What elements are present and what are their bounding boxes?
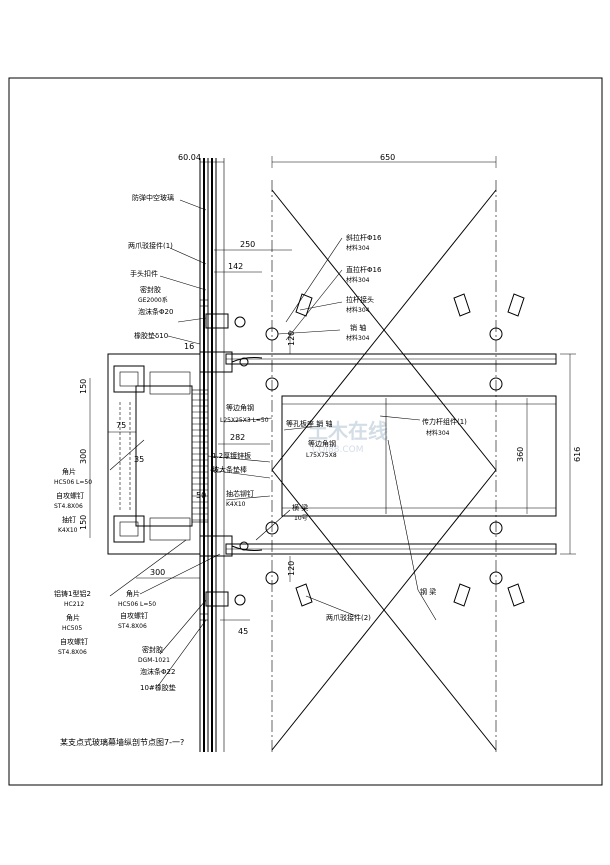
label-sealant2-spec: DGM-1021	[138, 657, 170, 664]
label-rivet: 抽芯铆钉	[226, 489, 254, 498]
label-left-2: 自攻螺钉	[56, 491, 84, 500]
dim-top-span: 650	[380, 153, 395, 162]
label-truss: 传力杆组件(1)	[422, 417, 467, 426]
label-left-3-spec: K4X10	[58, 527, 78, 534]
label-rod-b-mat: 材料304	[346, 276, 370, 284]
watermark: 土木在线 COI88.COM	[308, 419, 388, 455]
label-mid-1: 角片	[126, 589, 140, 598]
labels: 防弹中空玻璃 两爪驳接件(1) 手头扣件 密封胶 GE2000系 泡沫条Φ20 …	[54, 193, 467, 692]
label-mid-1-spec: HC506 L=50	[118, 601, 156, 608]
frame-section	[107, 299, 263, 621]
label-truss-mat: 材料304	[426, 429, 450, 437]
dim-120-top: 120	[287, 331, 296, 346]
dim-282: 282	[230, 433, 245, 442]
label-mid-2: 自攻螺钉	[120, 611, 148, 620]
dim-150-bottom: 150	[79, 515, 88, 530]
label-angle-b: 等边角钢	[308, 439, 336, 448]
dim-360: 360	[516, 447, 525, 462]
label-claw-bottom: 两爪驳接件(2)	[326, 613, 371, 622]
label-rod-b: 直拉杆Φ16	[346, 265, 382, 274]
label-left-1-spec: HC506 L=50	[54, 479, 92, 486]
label-left-6-spec: ST4.8X06	[58, 649, 87, 656]
label-beam: 横 梁	[292, 503, 308, 512]
label-rivet-spec: K4X10	[226, 501, 246, 508]
label-hand-screw: 手头扣件	[130, 269, 158, 278]
label-galv: 1.2厚镀锌板	[212, 451, 251, 460]
label-mid-2-spec: ST4.8X06	[118, 623, 147, 630]
dim-142: 142	[228, 262, 243, 271]
watermark-sub: COI88.COM	[312, 445, 363, 455]
dim-75: 75	[116, 421, 126, 430]
label-angle-a: 等边角钢	[226, 403, 254, 412]
label-steel-beam: 钢 梁	[420, 587, 436, 596]
dim-250: 250	[240, 240, 255, 249]
label-rubber-pad: 橡胶垫δ10	[134, 331, 168, 340]
steel-truss	[225, 180, 557, 752]
label-pinbase: 等孔板座 销 轴	[286, 419, 332, 428]
label-rod-joint-mat: 材料304	[346, 306, 370, 314]
label-beam-spec: 10号	[294, 515, 308, 522]
dim-120-bottom: 120	[287, 561, 296, 576]
dim-top-left: 60.04	[178, 153, 201, 162]
label-rod-joint: 拉杆接头	[346, 295, 374, 304]
label-sealant-spec: GE2000系	[138, 296, 168, 304]
label-left-5-spec: HC505	[62, 625, 82, 632]
label-glass: 防弹中空玻璃	[132, 193, 174, 202]
label-sealant2: 密封胶	[142, 645, 163, 654]
label-left-3: 抽钉	[62, 515, 76, 524]
label-angle-a-spec: L25X25X3 L=50	[220, 417, 269, 424]
label-pin: 销 轴	[350, 323, 366, 332]
label-left-5: 角片	[66, 613, 80, 622]
label-board: 玻大条垫棒	[212, 465, 247, 474]
dim-16: 16	[184, 342, 194, 351]
dim-45: 45	[238, 627, 248, 636]
dim-300-bottom: 300	[150, 568, 165, 577]
leader-lines	[109, 199, 421, 687]
label-left-4-spec: HC212	[64, 601, 84, 608]
glass-panel	[199, 158, 225, 752]
label-left-2-spec: ST4.8X06	[54, 503, 83, 510]
dim-300-left: 300	[79, 449, 88, 464]
watermark-text: 土木在线	[308, 419, 388, 443]
label-pin-mat: 材料304	[346, 334, 370, 342]
label-foam2: 泡沫条Φ22	[140, 667, 175, 676]
label-angle-b-spec: L75X75X8	[306, 452, 337, 459]
drawing-caption: 某支点式玻璃幕墙纵剖节点图7-一?	[60, 737, 184, 747]
label-foam: 泡沫条Φ20	[138, 307, 173, 316]
label-left-6: 自攻螺钉	[60, 637, 88, 646]
label-left-4: 铝铸1型铝2	[54, 589, 91, 598]
label-rod-a: 斜拉杆Φ16	[346, 233, 382, 242]
dimensions	[89, 156, 576, 621]
dim-616: 616	[573, 447, 582, 462]
sheet-border	[8, 77, 603, 786]
label-rubber2: 10#橡胶垫	[140, 683, 176, 692]
label-claw-top: 两爪驳接件(1)	[128, 241, 173, 250]
label-sealant: 密封胶	[140, 285, 161, 294]
dim-150-top: 150	[79, 379, 88, 394]
dim-35: 35	[134, 455, 144, 464]
dim-50: 50	[196, 491, 206, 500]
label-rod-a-mat: 材料304	[346, 244, 370, 252]
label-left-1: 角片	[62, 467, 76, 476]
